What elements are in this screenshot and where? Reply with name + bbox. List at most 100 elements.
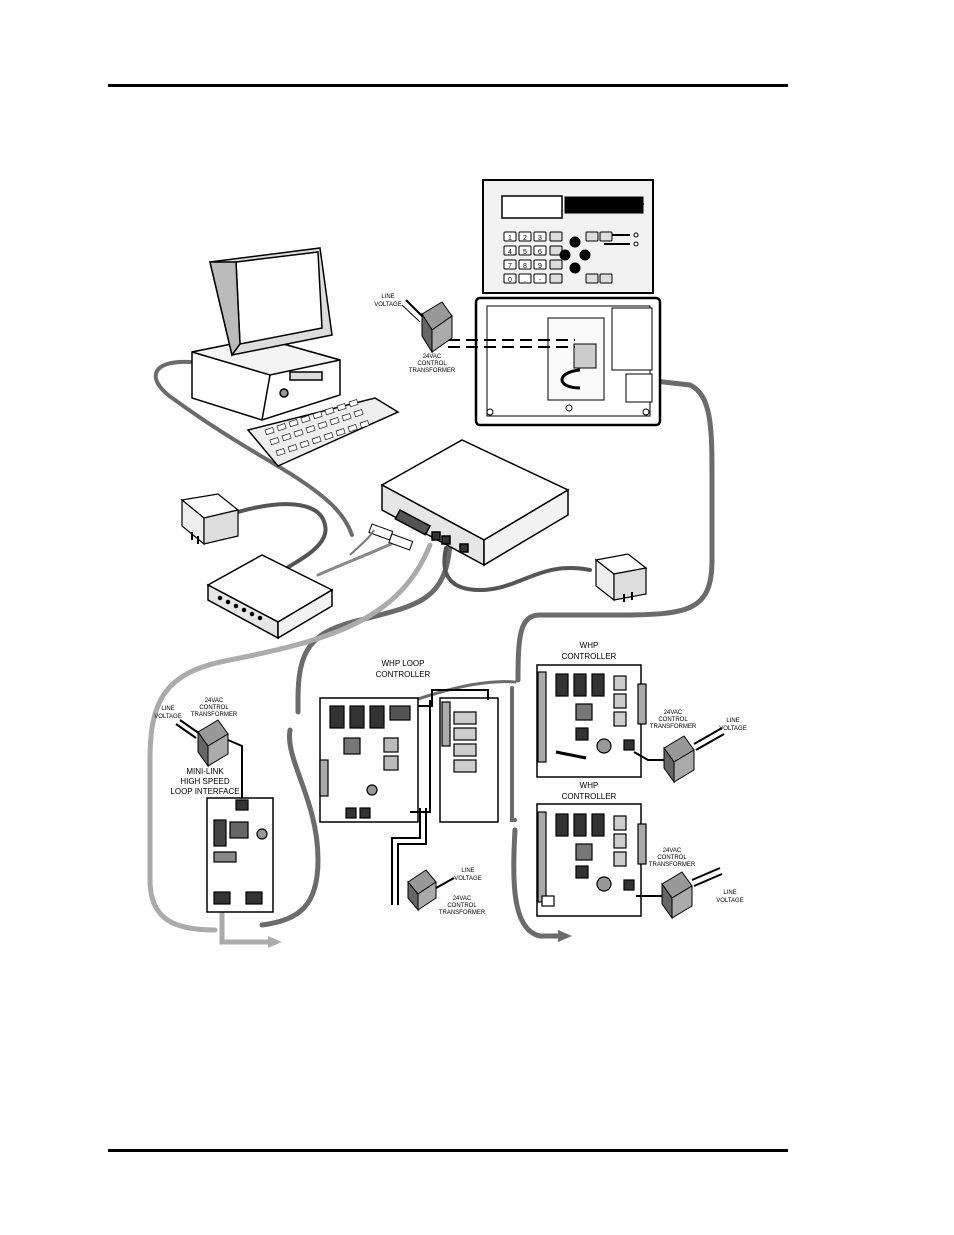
key-2[interactable] (518, 231, 532, 242)
arrow-up-key[interactable] (569, 236, 581, 248)
loop-controller-chip-3 (369, 705, 385, 729)
svg-text:CONTROL: CONTROL (447, 903, 477, 909)
whp-loop-controller (319, 689, 499, 823)
interface-power-jack (459, 543, 469, 553)
svg-text:24VAC: 24VAC (453, 896, 472, 902)
key-9[interactable] (533, 259, 547, 270)
svg-text:TRANSFORMER: TRANSFORMER (650, 724, 697, 730)
whp-controller-1-capacitor (596, 738, 612, 754)
minilink-terminal-1 (213, 891, 231, 905)
arrow-down-key[interactable] (569, 262, 581, 274)
function-key-5[interactable] (585, 231, 599, 242)
power-adapter-right (594, 553, 648, 602)
power-adapter-left (180, 493, 240, 546)
minilink-interface (206, 797, 274, 913)
svg-text:24VAC: 24VAC (663, 848, 682, 854)
key-0[interactable] (503, 273, 517, 284)
cable-minilink-out (219, 907, 273, 945)
relay-board-relay-3 (453, 743, 477, 757)
db-plug-2 (388, 533, 414, 551)
minilink-chip-2 (229, 821, 249, 839)
cable-interface-to-minilink (147, 542, 433, 933)
header-rule (108, 84, 788, 87)
key-7[interactable] (503, 259, 517, 270)
modem (206, 554, 334, 640)
svg-text:VOLTAGE: VOLTAGE (719, 726, 746, 732)
function-key-1[interactable] (549, 231, 563, 242)
svg-text:VOLTAGE: VOLTAGE (454, 876, 481, 882)
svg-text:0: 0 (508, 277, 512, 284)
label-whp-controller-1: WHP CONTROLLER (562, 641, 617, 661)
svg-text:8: 8 (523, 263, 527, 270)
whp-controller-2-chip-2 (573, 813, 587, 837)
cable-loop-to-controller (413, 680, 517, 702)
key-5[interactable] (518, 245, 532, 256)
minilink-terminal-top (235, 799, 249, 811)
svg-text:WHP: WHP (580, 641, 599, 650)
pc-keyboard-keys (264, 399, 370, 457)
minilink-chip-1 (213, 819, 227, 847)
system-manager-port (625, 373, 653, 403)
svg-text:LINE: LINE (161, 706, 174, 712)
loop-controller-terminal (319, 759, 329, 797)
function-key-8[interactable] (599, 273, 613, 284)
transformer-whp-1 (633, 727, 725, 784)
system-manager-brand-plate (564, 196, 644, 214)
label-line-voltage-minilink: LINE VOLTAGE (154, 706, 181, 720)
loop-controller-chip-1 (329, 705, 345, 729)
key-6[interactable] (533, 245, 547, 256)
interface-side (483, 488, 569, 567)
svg-text:4: 4 (508, 249, 512, 256)
function-key-3[interactable] (549, 259, 563, 270)
pc-power-button (279, 388, 289, 398)
communication-interface (380, 439, 570, 567)
relay-board-terminal (441, 701, 451, 747)
function-key-6[interactable] (585, 273, 599, 284)
pc-drive-bay (289, 371, 323, 381)
svg-text:CONTROL: CONTROL (199, 705, 229, 711)
key-3[interactable] (533, 231, 547, 242)
whp-controller-1-relay-3 (613, 711, 627, 727)
transformer-minilink (175, 719, 243, 800)
whp-controller-1-terminal-right (637, 683, 647, 725)
whp-controller-1-terminal-left (537, 671, 547, 763)
modem-side (277, 588, 333, 640)
svg-text:TRANSFORMER: TRANSFORMER (409, 368, 456, 374)
whp-controller-2-terminal-left (537, 811, 547, 903)
modem-led-5 (249, 611, 255, 617)
status-led-2 (633, 241, 639, 247)
interface-db-connector (394, 508, 432, 536)
enclosure-screw-1 (486, 408, 494, 416)
svg-text:VOLTAGE: VOLTAGE (716, 898, 743, 904)
function-key-4[interactable] (549, 273, 563, 284)
system-manager-brand: System Manager (564, 201, 645, 212)
transformer-whp-2 (636, 867, 723, 920)
arrow-left-key[interactable] (559, 249, 571, 261)
minilink-capacitor (256, 828, 268, 840)
function-key-7[interactable] (599, 231, 613, 242)
svg-text:CONTROLLER: CONTROLLER (376, 670, 431, 679)
svg-text:CONTROL: CONTROL (417, 361, 447, 367)
modem-led-3 (233, 603, 239, 609)
label-line-voltage-whp-2: LINE VOLTAGE (716, 890, 743, 904)
key-dot[interactable] (518, 273, 532, 284)
key-minus[interactable] (533, 273, 547, 284)
relay-board-relay-1 (453, 711, 477, 725)
cable-pc-to-interface (153, 359, 354, 537)
interface-phone-jack-2 (441, 535, 451, 545)
loop-controller-relay-2 (383, 755, 399, 771)
arrow-right-key[interactable] (579, 249, 591, 261)
svg-text:VOLTAGE: VOLTAGE (154, 714, 181, 720)
loop-controller-jack-1 (345, 807, 357, 819)
cable-manager-to-controller (515, 375, 715, 683)
key-1[interactable] (503, 231, 517, 242)
key-8[interactable] (518, 259, 532, 270)
label-transformer-whp-2: 24VAC CONTROL TRANSFORMER (649, 848, 696, 868)
cable-modem-to-interface (316, 538, 402, 577)
status-led-1 (633, 232, 639, 238)
whp-controller-1-chip-1 (555, 673, 569, 697)
minilink-component (213, 851, 237, 863)
whp-controller-1-chip-3 (591, 673, 605, 697)
whp-controller-1-dip-switch (575, 727, 589, 741)
key-4[interactable] (503, 245, 517, 256)
